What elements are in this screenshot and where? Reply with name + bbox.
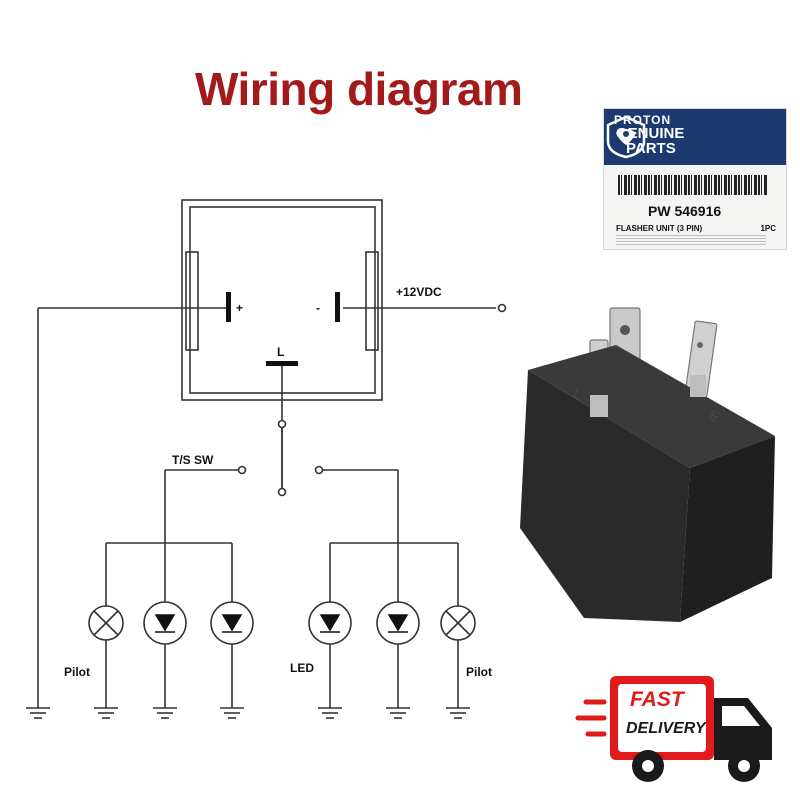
- brand-line-1: PROTON: [614, 113, 672, 127]
- proton-tiger-logo-icon: [606, 115, 646, 159]
- pilot-right-label: Pilot: [466, 665, 492, 679]
- part-number: PW 546916: [648, 203, 722, 219]
- switch-label: T/S SW: [172, 453, 214, 467]
- relay-left-face: [520, 370, 690, 622]
- terminal-l-label: L: [277, 345, 284, 359]
- part-quantity: 1PC: [760, 224, 776, 233]
- flasher-relay-photo: L E: [520, 307, 775, 622]
- relay-top-face: [528, 345, 775, 468]
- relay-right-tab: [365, 251, 379, 351]
- switch-pivot: [277, 487, 287, 497]
- switch-left-contact: [237, 465, 247, 475]
- diagram-title: Wiring diagram: [195, 63, 523, 115]
- supply-label: +12VDC: [396, 285, 442, 299]
- terminal-l-plate: [266, 361, 298, 366]
- terminal-plus-label: +: [236, 301, 243, 315]
- pilot-left-label: Pilot: [64, 665, 90, 679]
- relay-left-tab: [185, 251, 199, 351]
- led-label: LED: [290, 661, 314, 675]
- relay-right-face: [680, 436, 775, 622]
- proton-part-label: PROTON GENUINE PARTS PW 546916 FLASHER U…: [603, 108, 787, 250]
- delivery-truck-icon: [575, 676, 772, 782]
- terminal-minus-plate: [335, 292, 340, 322]
- terminal-plus-plate: [226, 292, 231, 322]
- terminal-minus-label: -: [316, 301, 320, 315]
- badge-delivery: DELIVERY: [626, 720, 706, 737]
- supply-terminal: [497, 303, 507, 313]
- fine-print: [616, 235, 766, 245]
- part-description: FLASHER UNIT (3 PIN): [616, 224, 703, 233]
- switch-right-contact: [314, 465, 324, 475]
- ground-symbols: [26, 707, 470, 719]
- barcode: [618, 175, 768, 195]
- badge-fast: FAST: [630, 688, 684, 711]
- brand-band: PROTON GENUINE PARTS: [604, 109, 786, 165]
